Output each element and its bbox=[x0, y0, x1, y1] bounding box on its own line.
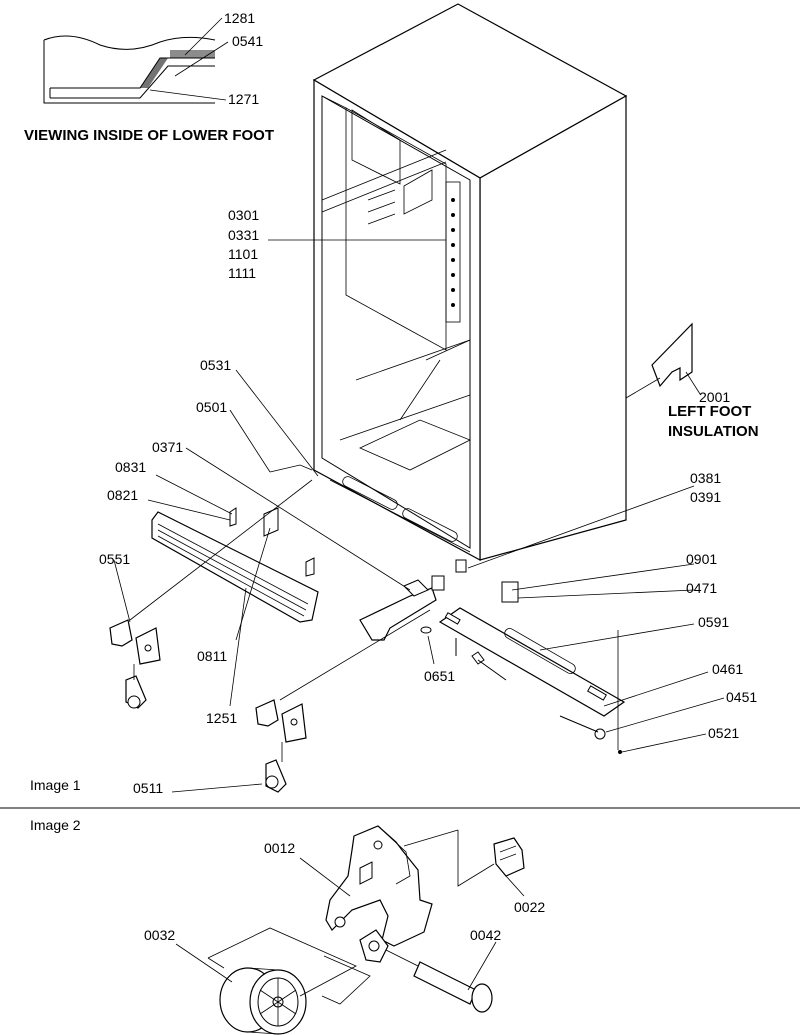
label-2001: 2001 bbox=[699, 389, 730, 405]
image2-label: Image 2 bbox=[30, 817, 81, 833]
image1-label: Image 1 bbox=[30, 777, 81, 793]
roller-assembly-right bbox=[255, 699, 307, 793]
axle-pin bbox=[385, 949, 493, 1013]
left-foot-insulation bbox=[651, 322, 693, 388]
label-0371: 0371 bbox=[152, 439, 183, 455]
label-0591: 0591 bbox=[698, 614, 729, 630]
label-0811: 0811 bbox=[197, 648, 227, 664]
label-1281: 1281 bbox=[224, 10, 255, 26]
label-1111: 1111 bbox=[228, 265, 256, 281]
label-0451: 0451 bbox=[726, 689, 757, 705]
label-0381: 0381 bbox=[690, 470, 721, 486]
label-0022: 0022 bbox=[514, 899, 545, 915]
caption-left-foot-1: LEFT FOOT bbox=[668, 403, 751, 420]
label-0541: 0541 bbox=[232, 33, 263, 49]
label-0531: 0531 bbox=[200, 357, 231, 373]
label-1101: 1101 bbox=[228, 246, 258, 262]
label-1251: 1251 bbox=[206, 710, 237, 726]
roller-bracket-detail bbox=[325, 825, 433, 963]
rail-holes bbox=[451, 198, 455, 307]
label-0501: 0501 bbox=[196, 399, 227, 415]
label-0831: 0831 bbox=[115, 459, 146, 475]
label-0461: 0461 bbox=[712, 661, 743, 677]
label-0301: 0301 bbox=[228, 207, 259, 223]
label-0521: 0521 bbox=[708, 725, 739, 741]
label-0651: 0651 bbox=[424, 668, 455, 684]
label-0551: 0551 bbox=[99, 551, 130, 567]
clip-part bbox=[493, 837, 525, 877]
label-1271: 1271 bbox=[228, 91, 259, 107]
label-0012: 0012 bbox=[264, 840, 295, 856]
label-0471: 0471 bbox=[686, 580, 717, 596]
roller-assembly-left bbox=[109, 619, 161, 709]
label-0391: 0391 bbox=[690, 489, 721, 505]
front-grille bbox=[151, 511, 319, 623]
refrigerator-cabinet bbox=[312, 3, 628, 562]
caption-left-foot-2: INSULATION bbox=[668, 423, 759, 440]
bracket-0821 bbox=[263, 507, 279, 537]
wheel bbox=[219, 967, 307, 1035]
bracket-small bbox=[305, 557, 315, 577]
leveling-bar bbox=[438, 607, 626, 717]
label-0511: 0511 bbox=[133, 780, 163, 796]
label-0331: 0331 bbox=[228, 227, 259, 243]
label-0901: 0901 bbox=[686, 551, 717, 567]
bracket-0471 bbox=[501, 581, 519, 603]
label-0042: 0042 bbox=[470, 927, 501, 943]
bracket-0831 bbox=[229, 507, 237, 527]
label-0032: 0032 bbox=[144, 927, 175, 943]
lower-foot-inset bbox=[43, 35, 216, 104]
label-0821: 0821 bbox=[107, 487, 138, 503]
caption-lower-foot: VIEWING INSIDE OF LOWER FOOT bbox=[24, 127, 274, 144]
